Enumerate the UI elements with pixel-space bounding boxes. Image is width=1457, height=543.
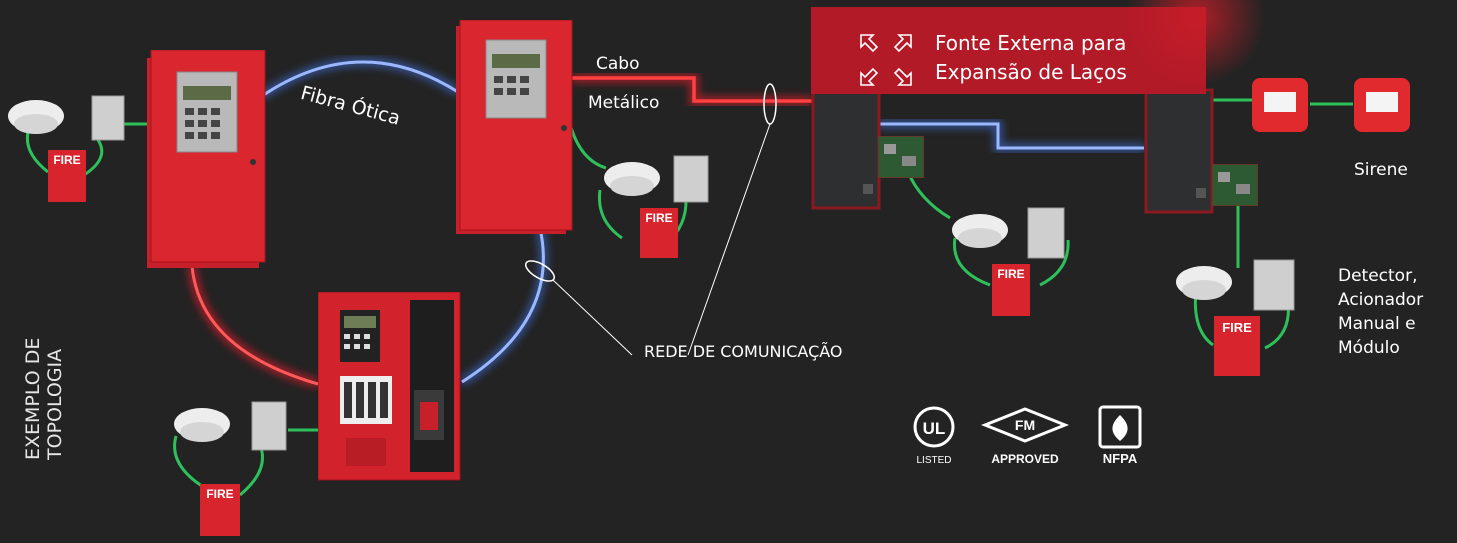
- expansion-banner: Fonte Externa para Expansão de Laços: [811, 0, 1266, 94]
- fire-station-text: FIRE: [206, 487, 233, 501]
- siren-label: Sirene: [1354, 160, 1408, 180]
- ul-caption-text: LISTED: [916, 455, 951, 466]
- expand-arrows-icon: [860, 34, 912, 86]
- ul-mark-text: UL: [923, 419, 946, 438]
- devices-label-line2: Acionador: [1338, 290, 1424, 310]
- expansion-power-supply-2: [1144, 88, 1214, 214]
- fm-mark-text: FM: [1015, 417, 1035, 433]
- page-title-line1: EXEMPLO DE: [22, 337, 44, 460]
- fm-caption-text: APPROVED: [991, 452, 1059, 466]
- nfpa-logo: NFPA: [1094, 405, 1150, 472]
- nfpa-caption-text: NFPA: [1103, 451, 1138, 466]
- fire-panel-3: [317, 291, 464, 482]
- banner-line1: Fonte Externa para: [935, 31, 1127, 55]
- device-group-1: FIRE: [4, 92, 134, 204]
- cable-marker-left: [524, 260, 556, 282]
- device-group-4: FIRE: [1172, 256, 1308, 378]
- fm-approved-logo: FM APPROVED: [980, 405, 1073, 472]
- devices-label-line4: Módulo: [1338, 338, 1400, 358]
- page-title: EXEMPLO DE TOPOLOGIA: [22, 338, 66, 460]
- fire-panel-1: [147, 49, 267, 270]
- fire-panel-2: [456, 19, 576, 236]
- expansion-power-supply-1: [811, 84, 881, 210]
- siren-2: [1352, 76, 1412, 134]
- fire-station-text: FIRE: [53, 153, 80, 167]
- expansion-board-2: [1211, 163, 1259, 207]
- fire-station-text: FIRE: [1222, 320, 1252, 335]
- devices-label: Detector, Acionador Manual e Módulo: [1338, 264, 1423, 360]
- device-group-5: FIRE: [170, 398, 296, 538]
- devices-label-line1: Detector,: [1338, 266, 1418, 286]
- fire-station-text: FIRE: [645, 211, 672, 225]
- siren-1: [1250, 76, 1310, 134]
- copper-link-left: [187, 265, 320, 389]
- ul-listed-logo: UL LISTED: [908, 405, 964, 472]
- page-title-line2: TOPOLOGIA: [44, 348, 66, 460]
- cable-label-line1: Cabo: [596, 54, 640, 74]
- devices-label-line3: Manual e: [1338, 314, 1416, 334]
- network-label: REDE DE COMUNICAÇÃO: [644, 342, 843, 361]
- device-group-3: FIRE: [948, 206, 1072, 318]
- fire-station-text: FIRE: [997, 267, 1024, 281]
- fiber-link-right: [459, 227, 548, 386]
- expansion-board-1: [877, 135, 925, 179]
- cable-label-line2: Metálico: [588, 93, 660, 113]
- loop-wires: [25, 98, 1353, 497]
- device-group-2: FIRE: [600, 152, 720, 260]
- banner-line2: Expansão de Laços: [935, 60, 1127, 84]
